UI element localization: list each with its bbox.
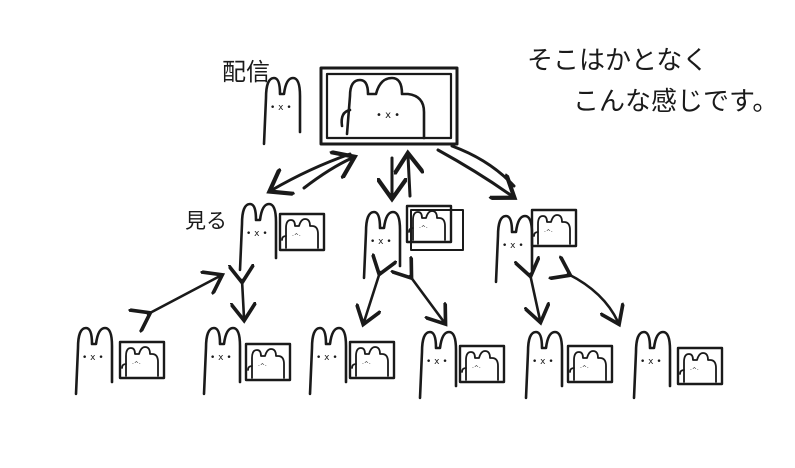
viewer-bunny-icon xyxy=(420,332,456,398)
svg-text:• x •: • x • xyxy=(376,110,400,121)
viewer-bunny-icon xyxy=(634,332,670,398)
broadcaster-bunny-icon xyxy=(264,78,300,144)
viewer-node-tier2 xyxy=(420,332,504,398)
viewer-bunny-icon xyxy=(310,328,346,394)
viewer-screen-icon xyxy=(678,348,722,384)
viewer-label: 見る xyxy=(185,209,227,233)
viewer-screen-icon xyxy=(120,342,164,378)
viewer-node-tier2 xyxy=(76,328,164,394)
viewer-screen-icon xyxy=(280,214,324,250)
arrow-icon xyxy=(408,156,410,196)
viewer-node-tier1 xyxy=(496,210,576,282)
viewer-bunny-icon xyxy=(364,212,400,278)
viewer-bunny-icon xyxy=(496,216,532,282)
viewer-screen-icon xyxy=(568,346,612,382)
arrow-icon xyxy=(148,276,220,314)
viewer-bunny-icon xyxy=(240,204,276,270)
note-line-2: こんな感じです。 xyxy=(573,87,778,117)
arrow-icon xyxy=(242,280,244,318)
viewer-node-tier1 xyxy=(364,206,463,278)
arrow-icon xyxy=(530,274,540,320)
viewer-bunny-icon xyxy=(76,328,112,394)
viewer-screen-icon xyxy=(460,346,504,382)
viewer-node-tier2 xyxy=(204,328,290,394)
arrow-icon xyxy=(452,146,514,186)
arrow-icon xyxy=(568,274,618,322)
viewer-node-tier2 xyxy=(526,332,612,398)
viewer-screen-icon xyxy=(350,342,394,378)
viewer-screen-icon xyxy=(532,210,576,246)
arrow-icon xyxy=(364,272,380,322)
broadcaster-node: • x • xyxy=(264,68,457,144)
viewer-bunny-icon xyxy=(204,328,240,394)
arrow-icon xyxy=(410,276,444,322)
viewer-screen-icon xyxy=(407,206,451,242)
broadcast-screen-bunny-icon: • x • xyxy=(342,78,424,138)
viewer-node-tier1 xyxy=(240,204,324,270)
note-line-1: そこはかとなく xyxy=(527,46,708,76)
viewer-node-tier2 xyxy=(310,328,394,394)
broadcaster-label: 配信 xyxy=(222,58,270,86)
viewer-node-tier2 xyxy=(634,332,722,398)
viewer-screen-icon xyxy=(246,344,290,380)
viewer-bunny-icon xyxy=(526,332,562,398)
